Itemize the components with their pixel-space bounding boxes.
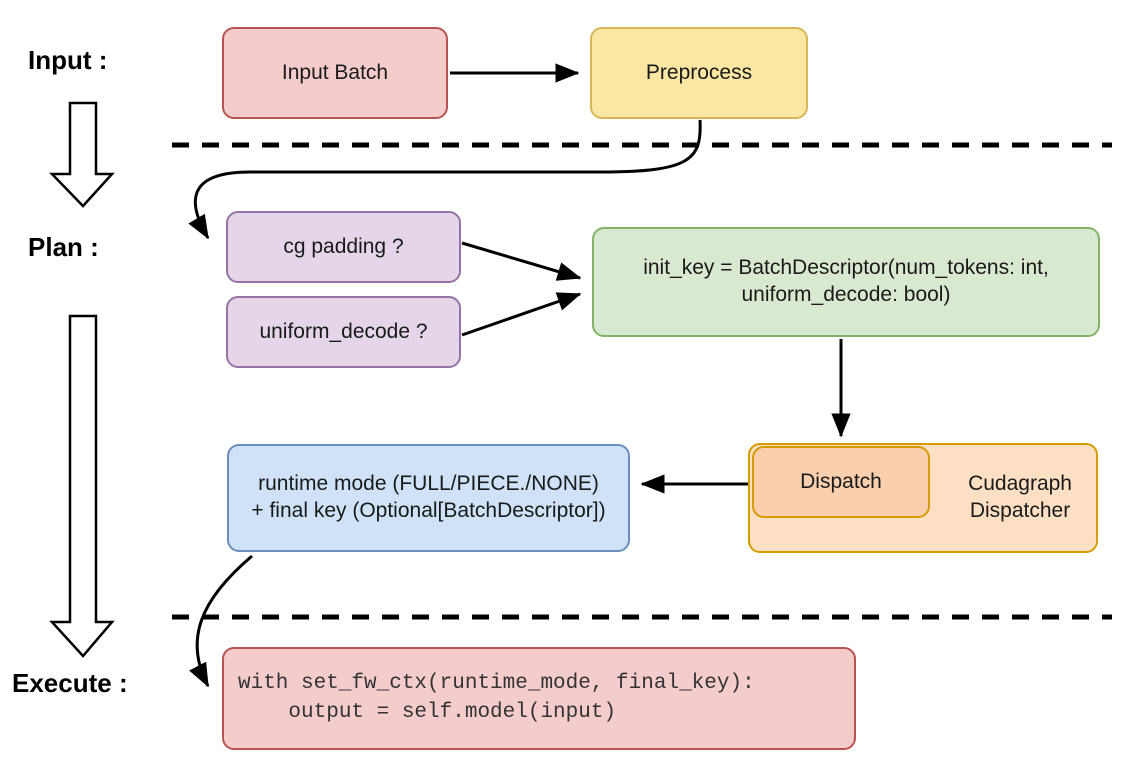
stage-label-plan: Plan : [28, 232, 99, 262]
node-input-batch[interactable]: Input Batch [222, 27, 448, 119]
node-execute-code[interactable]: with set_fw_ctx(runtime_mode, final_key)… [222, 647, 856, 750]
node-dispatch[interactable]: Dispatch [752, 446, 930, 518]
stage-label-execute: Execute : [12, 668, 128, 698]
stage-label-input: Input : [28, 45, 108, 75]
node-uniform-decode[interactable]: uniform_decode ? [226, 296, 461, 368]
edge-cg-padding-to-init-key [461, 241, 582, 281]
stage-arrow-input-to-plan [49, 101, 115, 208]
edge-uniform-decode-to-init-key [461, 292, 582, 337]
node-preprocess[interactable]: Preprocess [590, 27, 808, 119]
node-init-key[interactable]: init_key = BatchDescriptor(num_tokens: i… [592, 227, 1100, 337]
node-runtime-mode[interactable]: runtime mode (FULL/PIECE./NONE) + final … [227, 444, 630, 552]
node-cg-padding[interactable]: cg padding ? [226, 211, 461, 283]
stage-arrow-plan-to-execute [49, 314, 115, 658]
